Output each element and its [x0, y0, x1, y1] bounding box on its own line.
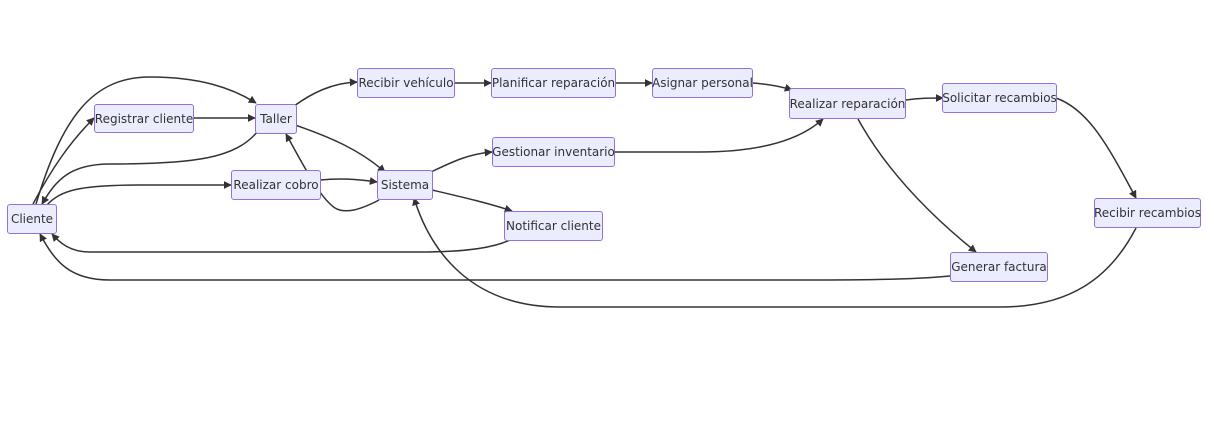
edge-solicitar-recibir-recambios — [1055, 97, 1137, 199]
node-label: Notificar cliente — [506, 219, 601, 233]
edge-asignar-realizar-reparacion — [751, 82, 793, 92]
node-label: Taller — [260, 112, 292, 126]
node-label: Recibir recambios — [1093, 206, 1202, 220]
edge-recibir-recambios-sistema — [412, 197, 1137, 308]
node-label: Cliente — [10, 212, 54, 226]
edge-notificar-cliente-cliente — [51, 233, 511, 253]
edge-taller-recibir-vehiculo — [293, 78, 358, 107]
edge-sistema-gestionar-inventario — [430, 148, 493, 173]
node-label: Realizar cobro — [233, 178, 319, 192]
edge-gestionar-inventario-realizar-reparacion — [614, 118, 824, 153]
node-label: Recibir vehículo — [358, 76, 454, 90]
node-label: Realizar reparación — [789, 96, 906, 111]
node-label: Sistema — [380, 178, 430, 192]
node-generar-factura[interactable]: Generar factura — [950, 252, 1048, 282]
node-notificar-cliente[interactable]: Notificar cliente — [504, 211, 603, 241]
edge-taller-sistema — [294, 124, 386, 173]
node-realizar-reparacion[interactable]: Realizar reparación — [789, 88, 906, 119]
node-recibir-recambios[interactable]: Recibir recambios — [1094, 198, 1201, 228]
edge-cliente-realizar-cobro — [45, 181, 232, 207]
edge-cliente-registrar-cliente — [32, 117, 95, 205]
edge-generar-factura-cliente — [39, 233, 951, 281]
node-recibir-vehiculo[interactable]: Recibir vehículo — [357, 68, 455, 98]
node-solicitar-recambios[interactable]: Solicitar recambios — [942, 83, 1057, 113]
node-sistema[interactable]: Sistema — [377, 170, 433, 200]
node-label: Planificar reparación — [491, 76, 616, 90]
node-gestionar-inventario[interactable]: Gestionar inventario — [492, 137, 615, 167]
node-label: Solicitar recambios — [942, 91, 1057, 105]
edge-sistema-notificar-cliente — [431, 189, 513, 213]
edge-realizar-cobro-taller — [285, 133, 380, 212]
node-registrar-cliente[interactable]: Registrar cliente — [94, 104, 194, 133]
node-realizar-cobro[interactable]: Realizar cobro — [231, 170, 321, 200]
node-label: Asignar personal — [652, 76, 753, 90]
edge-taller-cliente — [41, 130, 259, 205]
node-planificar-reparacion[interactable]: Planificar reparación — [491, 68, 616, 98]
node-label: Gestionar inventario — [492, 145, 615, 159]
node-label: Registrar cliente — [94, 111, 194, 126]
edge-realizar-cobro-sistema — [319, 177, 378, 185]
node-label: Generar factura — [951, 260, 1047, 274]
node-asignar-personal[interactable]: Asignar personal — [652, 68, 753, 98]
edge-cliente-taller — [35, 76, 257, 205]
edge-realizar-reparacion-factura — [857, 118, 977, 253]
node-cliente[interactable]: Cliente — [7, 204, 57, 234]
node-taller[interactable]: Taller — [255, 104, 297, 134]
edge-realizar-reparacion-solicitar — [905, 94, 944, 103]
